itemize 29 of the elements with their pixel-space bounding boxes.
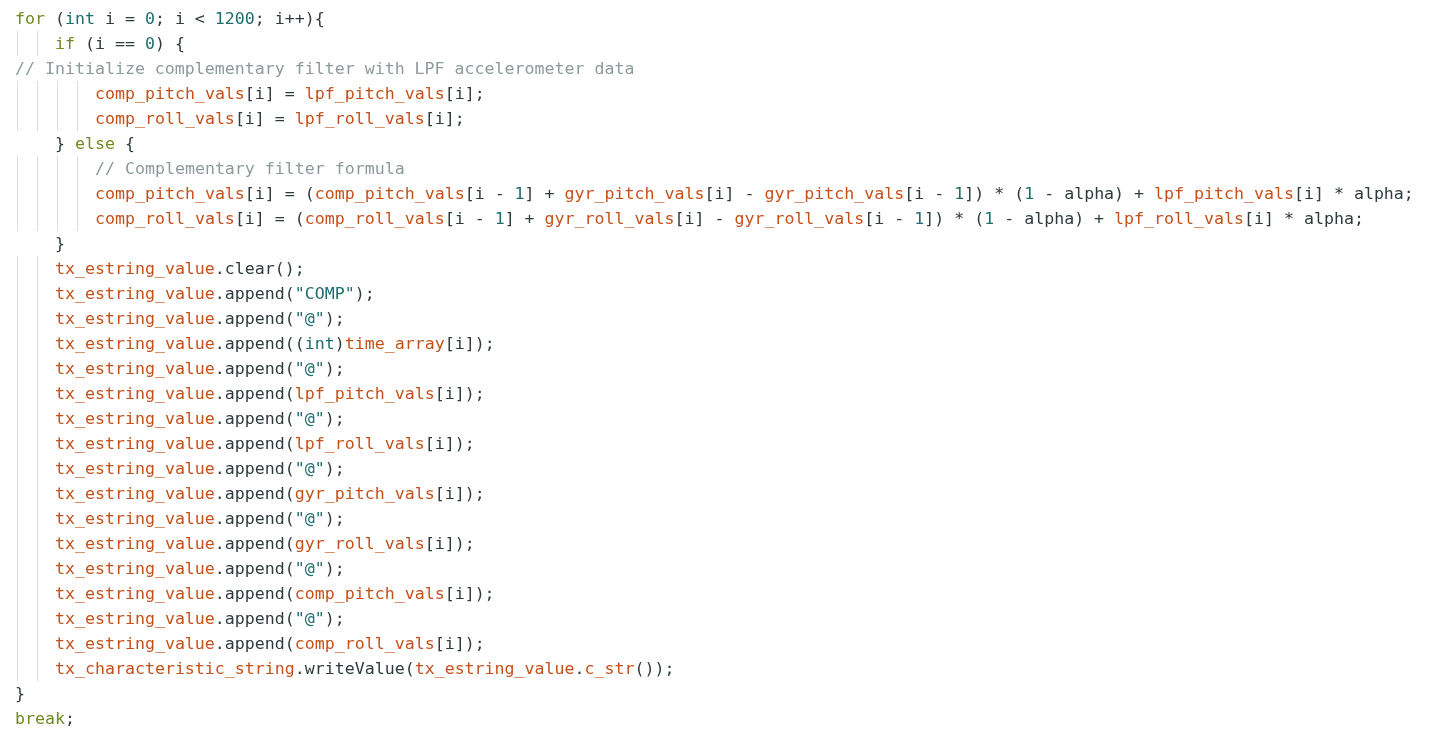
- code-line: tx_estring_value.append((int)time_array[i]);: [55, 333, 495, 355]
- code-line: tx_estring_value.clear();: [55, 258, 305, 280]
- code-line: tx_estring_value.append("@");: [55, 458, 345, 480]
- code-line: tx_characteristic_string.writeValue(tx_estring_value.c_str());: [55, 658, 675, 680]
- code-line: comp_roll_vals[i] = (comp_roll_vals[i - 1] + gyr_roll_vals[i] - gyr_roll_vals[i - 1]) * (1 - alpha) + lpf_roll_vals[i] * alpha;: [95, 208, 1364, 230]
- code-line: tx_estring_value.append("@");: [55, 608, 345, 630]
- code-line: tx_estring_value.append("@");: [55, 508, 345, 530]
- code-line: } else {: [55, 133, 135, 155]
- code-line: tx_estring_value.append("COMP");: [55, 283, 375, 305]
- code-line: for (int i = 0; i < 1200; i++){: [15, 8, 325, 30]
- code-line: tx_estring_value.append("@");: [55, 358, 345, 380]
- code-line: comp_roll_vals[i] = lpf_roll_vals[i];: [95, 108, 465, 130]
- code-line: comp_pitch_vals[i] = (comp_pitch_vals[i - 1] + gyr_pitch_vals[i] - gyr_pitch_vals[i - 1]) * (1 - alpha) + lpf_pitch_vals[i] * alpha;: [95, 183, 1414, 205]
- code-line: tx_estring_value.append(lpf_pitch_vals[i]);: [55, 383, 485, 405]
- code-line: tx_estring_value.append("@");: [55, 308, 345, 330]
- code-line: tx_estring_value.append(gyr_roll_vals[i]);: [55, 533, 475, 555]
- code-line: tx_estring_value.append("@");: [55, 558, 345, 580]
- code-line: tx_estring_value.append("@");: [55, 408, 345, 430]
- code-line: tx_estring_value.append(comp_roll_vals[i]);: [55, 633, 485, 655]
- code-line: }: [55, 233, 65, 255]
- code-line: }: [15, 683, 25, 705]
- code-line: tx_estring_value.append(lpf_roll_vals[i]);: [55, 433, 475, 455]
- code-line: if (i == 0) {: [55, 33, 185, 55]
- code-comment: // Initialize complementary filter with LPF accelerometer data: [15, 58, 635, 80]
- code-line: comp_pitch_vals[i] = lpf_pitch_vals[i];: [95, 83, 485, 105]
- code-line: break;: [15, 708, 75, 730]
- code-line: tx_estring_value.append(comp_pitch_vals[i]);: [55, 583, 495, 605]
- code-comment: // Complementary filter formula: [95, 158, 405, 180]
- code-line: tx_estring_value.append(gyr_pitch_vals[i]);: [55, 483, 485, 505]
